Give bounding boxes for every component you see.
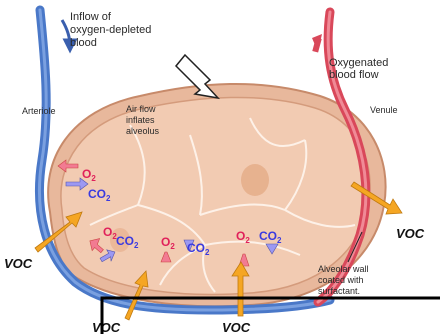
arteriole-label: Arteriole bbox=[22, 106, 56, 116]
svg-text:coated with: coated with bbox=[318, 275, 364, 285]
inflow-arrow bbox=[62, 20, 70, 46]
voc-label-left: VOC bbox=[4, 256, 33, 271]
alveolar-wall-label: Alveolar wall coated with surfactant. bbox=[318, 264, 369, 296]
inflow-label: Inflow of oxygen-depleted blood bbox=[70, 11, 151, 49]
svg-text:alveolus: alveolus bbox=[126, 126, 160, 136]
airflow-label: Air flow inflates alveolus bbox=[126, 104, 160, 136]
oxygenated-label: Oxygenated blood flow bbox=[329, 57, 388, 81]
svg-text:Oxygenated: Oxygenated bbox=[329, 57, 388, 69]
svg-text:Inflow of: Inflow of bbox=[70, 11, 112, 23]
voc-label-bottom: VOC bbox=[92, 320, 121, 334]
voc-label-bottom-right: VOC bbox=[222, 320, 251, 334]
cell-nucleus bbox=[241, 164, 269, 196]
svg-text:blood flow: blood flow bbox=[329, 69, 379, 81]
svg-text:oxygen-depleted: oxygen-depleted bbox=[70, 24, 151, 36]
svg-text:inflates: inflates bbox=[126, 115, 155, 125]
svg-text:blood: blood bbox=[70, 37, 97, 49]
svg-text:Alveolar wall: Alveolar wall bbox=[318, 264, 369, 274]
svg-text:surfactant.: surfactant. bbox=[318, 286, 360, 296]
venule-label: Venule bbox=[370, 105, 398, 115]
svg-text:Air flow: Air flow bbox=[126, 104, 156, 114]
voc-label-right: VOC bbox=[396, 226, 425, 241]
